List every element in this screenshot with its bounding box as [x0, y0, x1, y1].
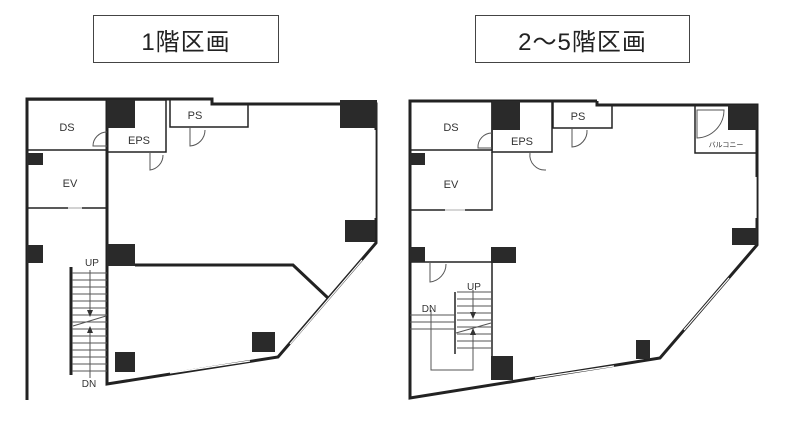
floor1-window-diagonal [289, 259, 363, 345]
floor1-pillar [107, 244, 135, 266]
floor1-stairs [69, 267, 107, 378]
floor1-pillar [107, 100, 135, 128]
floor1-pillar [27, 153, 43, 165]
floor1-label-ds: DS [59, 122, 74, 134]
floor2-5-label-up: UP [467, 282, 481, 293]
floor2-5-stairs [410, 290, 492, 371]
floor1-door-ds [92, 131, 108, 147]
floor2-5-label-dn: DN [422, 304, 436, 315]
floor1-plan: DS EPS PS EV UP DN [25, 97, 378, 400]
floor2-5-pillar [728, 105, 757, 130]
floor2-5-pillar [636, 340, 650, 359]
floor2-5-label-ds: DS [443, 122, 458, 134]
floor1-pillar [345, 220, 375, 242]
floor2-5-pillar [492, 101, 520, 130]
floor2-5-label-ps: PS [571, 111, 586, 123]
floor1-pillar [27, 245, 43, 263]
floor2-5-stair-room [410, 261, 493, 380]
floor2-5-pillar [491, 247, 516, 263]
floor2-5-label-eps: EPS [511, 136, 533, 148]
floor1-pillar [252, 332, 275, 352]
floor1-pillar [340, 100, 377, 128]
floor2-5-window-south [534, 365, 615, 379]
floor2-5-title: 2〜5階区画 [475, 15, 690, 63]
floor1-room-ps [169, 100, 249, 128]
floor1-outer-wall [25, 97, 378, 400]
floor2-5-pillar [732, 228, 757, 245]
floor1-label-ev: EV [63, 178, 78, 190]
floor1-label-dn: DN [82, 379, 96, 390]
floor2-5-door-ps [571, 128, 588, 148]
floor1-door-eps [149, 153, 164, 171]
floor1-pillar [115, 352, 135, 372]
floor1-door-ps [189, 128, 206, 147]
floor1-window-south [169, 360, 251, 374]
floor2-5-room-balcony [694, 105, 757, 154]
floor2-5-label-balcony: バルコニー [709, 141, 744, 149]
floor2-5-door-stair [429, 263, 447, 283]
floor1-label-up: UP [85, 258, 99, 269]
floor2-5-plan: DS EPS PS EV バルコニー UP DN [408, 99, 759, 400]
floor2-5-door-balcony [696, 109, 725, 139]
floor2-5-pillar [410, 247, 425, 262]
floor2-5-door-eps [529, 152, 547, 171]
floor2-5-pillar [410, 153, 425, 165]
floor2-5-label-ev: EV [444, 179, 459, 191]
floor1-label-ps: PS [188, 110, 203, 122]
floor1-label-eps: EPS [128, 135, 150, 147]
floor1-partition-wall [135, 263, 330, 300]
floor2-5-door-ds [477, 132, 493, 149]
floor2-5-pillar [491, 356, 513, 380]
floor2-5-room-ps [552, 101, 613, 129]
floor2-5-room-ev [410, 152, 493, 211]
floor1-title: 1階区画 [93, 15, 279, 63]
floor2-5-outer-wall [408, 99, 759, 400]
floor2-5-window-diagonal [683, 277, 730, 331]
